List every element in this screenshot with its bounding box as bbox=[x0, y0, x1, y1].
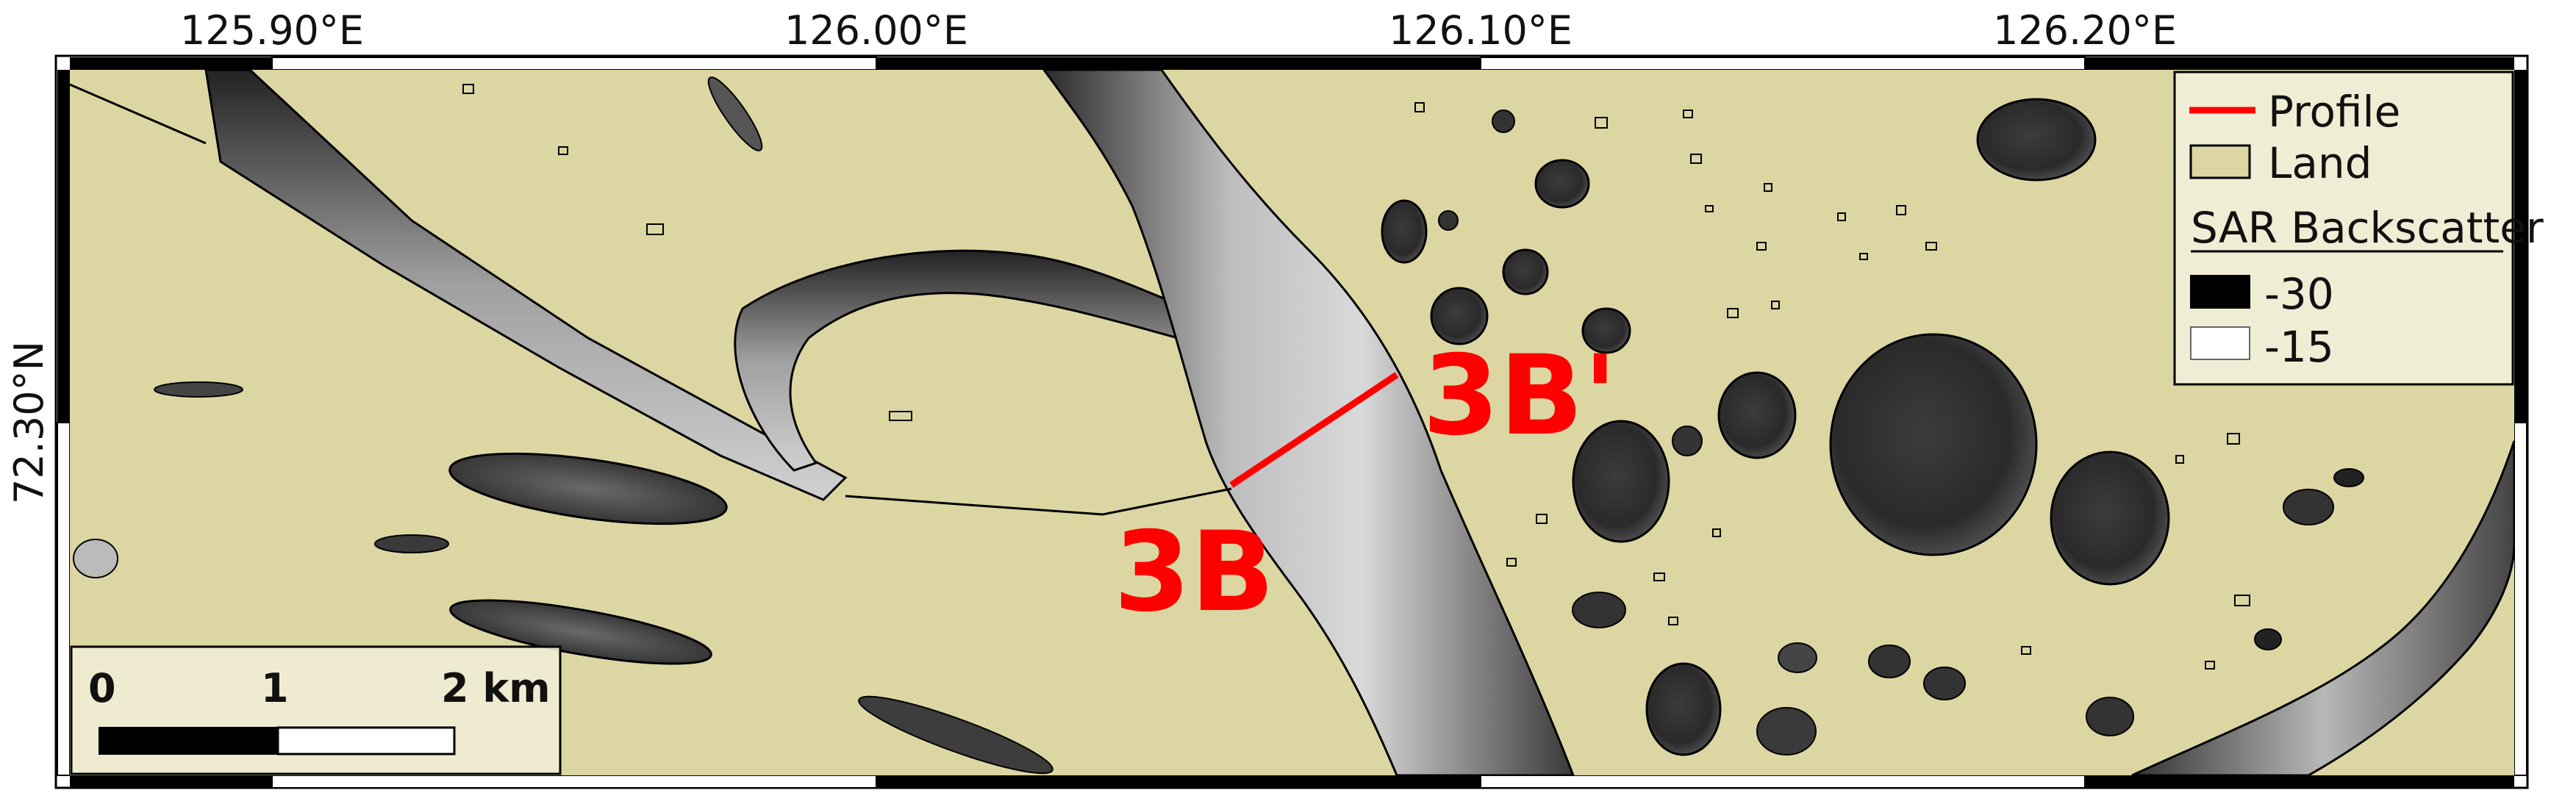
legend-sar-max-swatch bbox=[2190, 326, 2250, 360]
graticule-border bbox=[57, 57, 2527, 789]
legend: Profile Land SAR Backscatter -30 -15 bbox=[2173, 71, 2544, 386]
nw-channel bbox=[204, 70, 848, 501]
lake bbox=[2333, 468, 2364, 487]
legend-land-swatch bbox=[2189, 144, 2251, 179]
lake bbox=[1581, 307, 1631, 354]
lake bbox=[1717, 371, 1797, 459]
scale-label-1: 1 bbox=[261, 665, 289, 711]
latitude-label: 72.30°N bbox=[6, 341, 52, 504]
boundary-line bbox=[845, 487, 1232, 516]
lake bbox=[2283, 489, 2334, 525]
lake bbox=[1976, 98, 2097, 182]
scale-segment-black bbox=[99, 727, 279, 755]
lake bbox=[2254, 628, 2282, 650]
profile-end-label: 3B' bbox=[1423, 332, 1617, 460]
legend-sar-max-label: -15 bbox=[2264, 322, 2334, 372]
small-lake-outlines bbox=[462, 84, 2250, 670]
lake bbox=[154, 381, 243, 398]
lake bbox=[1829, 333, 2038, 556]
lake bbox=[1756, 707, 1817, 755]
lake bbox=[1381, 199, 1428, 264]
lake bbox=[1572, 420, 1670, 543]
scale-label-0: 0 bbox=[88, 665, 116, 711]
lake bbox=[1534, 159, 1590, 209]
lake bbox=[2086, 697, 2134, 736]
longitude-label: 126.20°E bbox=[1993, 7, 2177, 54]
lake bbox=[858, 695, 1053, 775]
lake bbox=[73, 539, 118, 578]
lake bbox=[448, 452, 728, 525]
east-channel bbox=[2131, 440, 2514, 775]
legend-sar-title: SAR Backscatter bbox=[2191, 203, 2544, 253]
longitude-label: 126.00°E bbox=[784, 7, 968, 54]
legend-sar-min-label: -30 bbox=[2264, 269, 2334, 319]
lake bbox=[1438, 210, 1459, 231]
upper-branch-channel bbox=[734, 249, 1208, 472]
scale-segment-white bbox=[276, 726, 456, 755]
lake bbox=[707, 76, 763, 151]
lake bbox=[1572, 592, 1626, 628]
longitude-label: 126.10°E bbox=[1389, 7, 1573, 54]
legend-profile-label: Profile bbox=[2268, 87, 2400, 137]
legend-land-label: Land bbox=[2268, 138, 2372, 188]
lake bbox=[1672, 426, 1703, 456]
lake bbox=[374, 534, 449, 553]
lake bbox=[1430, 287, 1489, 345]
lake bbox=[1502, 248, 1549, 295]
main-river bbox=[1042, 70, 1575, 775]
scale-label-2: 2 km bbox=[441, 665, 551, 711]
legend-sar-min-swatch bbox=[2190, 275, 2250, 309]
scale-bar: 0 1 2 km bbox=[70, 645, 562, 775]
boundary-line bbox=[69, 83, 207, 145]
lake bbox=[2050, 451, 2170, 586]
lake bbox=[1645, 662, 1722, 756]
longitude-label: 125.90°E bbox=[180, 7, 364, 54]
lake bbox=[1778, 642, 1817, 673]
lake bbox=[449, 599, 712, 665]
profile-line bbox=[1229, 372, 1399, 488]
lake bbox=[1868, 645, 1911, 678]
lake bbox=[1923, 667, 1966, 700]
profile-start-label: 3B bbox=[1114, 509, 1275, 636]
lake bbox=[1492, 110, 1515, 133]
